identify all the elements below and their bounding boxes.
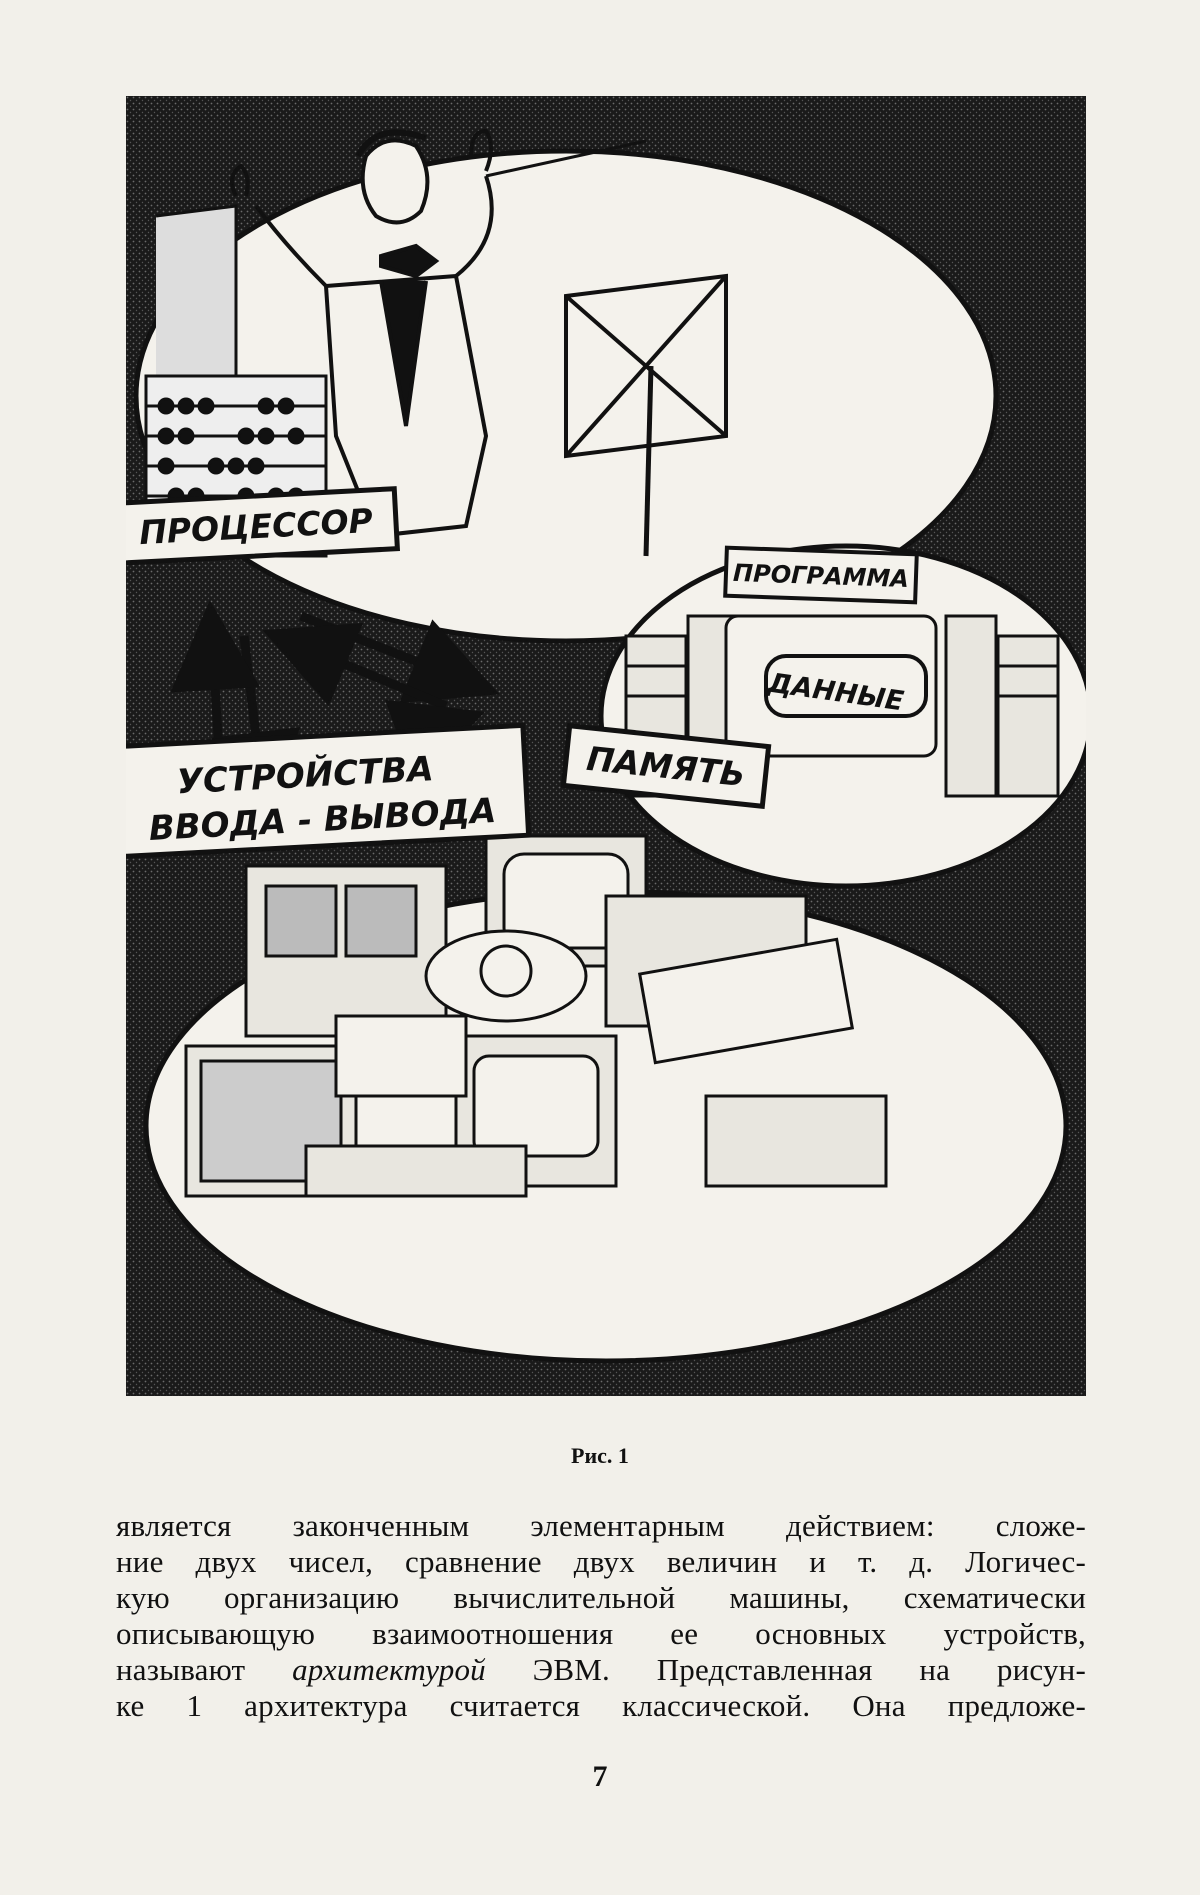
text-line: ке 1 архитектура считается классической.…: [116, 1688, 1086, 1724]
text-line: ние двух чисел, сравнение двух величин и…: [116, 1544, 1086, 1580]
text-line: является законченным элементарным действ…: [116, 1508, 1086, 1544]
program-label-box: ПРОГРАММА: [725, 548, 917, 603]
figure-caption: Рис. 1: [0, 1443, 1200, 1469]
text-fragment: ЭВМ. Представленная на рисун-: [486, 1652, 1086, 1687]
processor-label-box: ПРОЦЕССОР: [126, 489, 397, 564]
page-number: 7: [0, 1760, 1200, 1794]
term-architecture: архитектурой: [292, 1652, 486, 1687]
text-line: кую организацию вычислительной машины, с…: [116, 1580, 1086, 1616]
body-paragraph: является законченным элементарным действ…: [116, 1508, 1086, 1724]
architecture-diagram: ПРОГРАММА ДАННЫЕ: [126, 96, 1086, 1396]
memory-oval: ПРОГРАММА ДАННЫЕ: [601, 546, 1086, 886]
figure-illustration: ПРОГРАММА ДАННЫЕ: [126, 96, 1086, 1396]
text-line: описывающую взаимоотношения ее основных …: [116, 1616, 1086, 1652]
io-label-box: УСТРОЙСТВА ВВОДА - ВЫВОДА: [126, 725, 529, 856]
text-line: называют архитектурой ЭВМ. Представленна…: [116, 1652, 1086, 1688]
text-fragment: называют: [116, 1652, 292, 1687]
